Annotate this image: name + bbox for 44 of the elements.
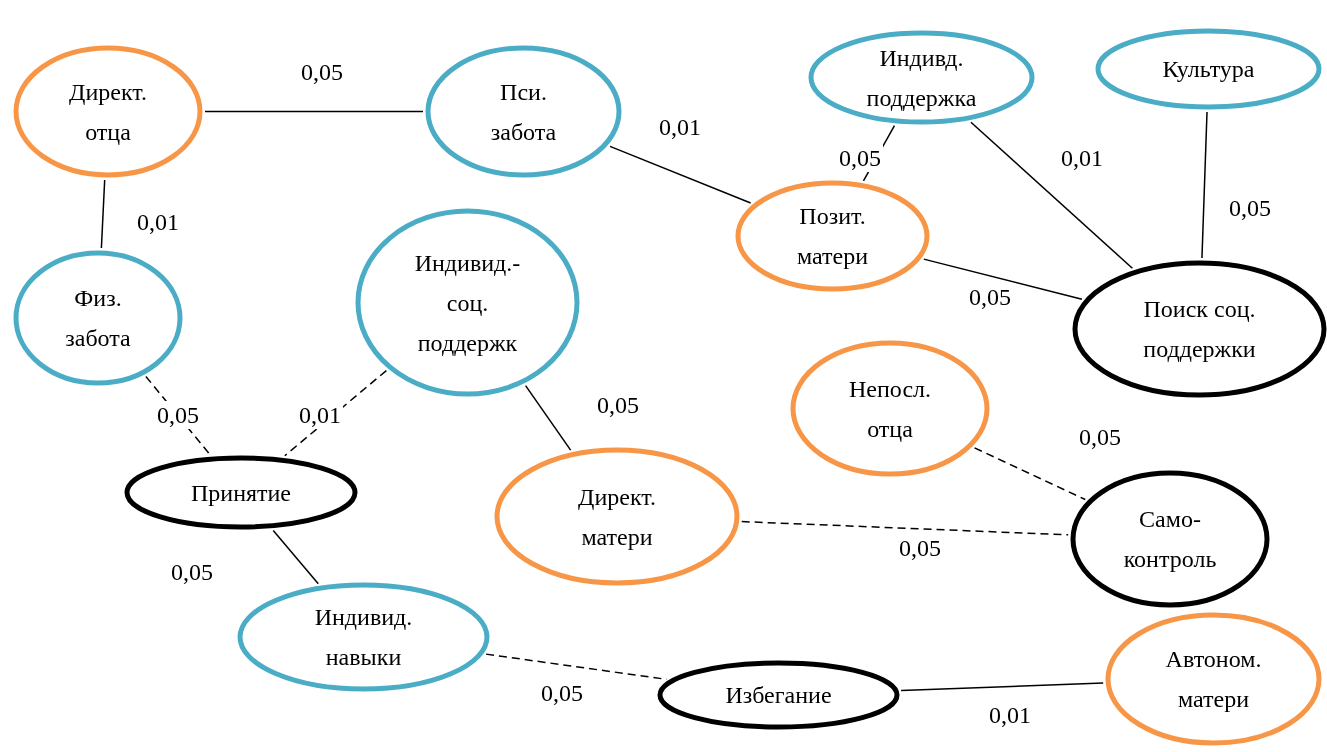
node-label: Принятие: [189, 478, 292, 508]
node-label: Само-контроль: [1122, 505, 1218, 574]
ellipse-node: [13, 250, 183, 386]
ellipse-node: [1105, 612, 1322, 746]
connector-line: [970, 121, 1134, 270]
connector-line: [923, 258, 1083, 300]
ellipse-node: [735, 180, 930, 292]
node-label: Поиск соц. поддержки: [1142, 295, 1257, 364]
ellipse-node: [494, 447, 740, 586]
node-label: Директ. матери: [577, 482, 657, 552]
ellipse-node: [790, 340, 990, 477]
node-label: Позит. матери: [795, 202, 869, 271]
node-label: Индивд. поддержка: [865, 43, 978, 113]
connector-line: [100, 179, 106, 249]
node-label: Избегание: [724, 681, 833, 710]
node-label: Директ. отца: [68, 77, 148, 147]
node-label: Культура: [1161, 55, 1256, 84]
ellipse-node: [808, 30, 1035, 125]
node-label: Индивид. навыки: [313, 603, 414, 672]
connector-line: [204, 110, 424, 113]
ellipse-node: [355, 208, 580, 397]
ellipse-node: [237, 582, 490, 692]
connector-line: [524, 384, 572, 451]
node-label: Непосл. отца: [847, 374, 933, 444]
ellipse-node: [1070, 470, 1270, 608]
node-label: Индивид.-соц. поддержк: [413, 248, 522, 358]
connector-line: [1201, 111, 1208, 259]
node-label: Автоном. матери: [1164, 645, 1263, 714]
connector-line: [272, 529, 319, 585]
node-label: Физ. забота: [64, 284, 132, 353]
connector-line: [973, 447, 1086, 501]
ellipse-node: [124, 455, 358, 530]
ellipse-node: [1072, 260, 1327, 398]
edge-label: 0,05: [837, 144, 883, 172]
connector-line: [609, 145, 752, 204]
ellipse-node: [657, 660, 900, 730]
node-label: Пси. забота: [489, 77, 558, 147]
ellipse-node: [1095, 28, 1322, 110]
connector-line: [900, 682, 1104, 692]
ellipse-node: [425, 45, 622, 178]
ellipse-node: [13, 45, 203, 178]
connector-line: [740, 520, 1069, 536]
connector-line: [485, 653, 668, 681]
edge-label: 0,05: [155, 401, 201, 429]
